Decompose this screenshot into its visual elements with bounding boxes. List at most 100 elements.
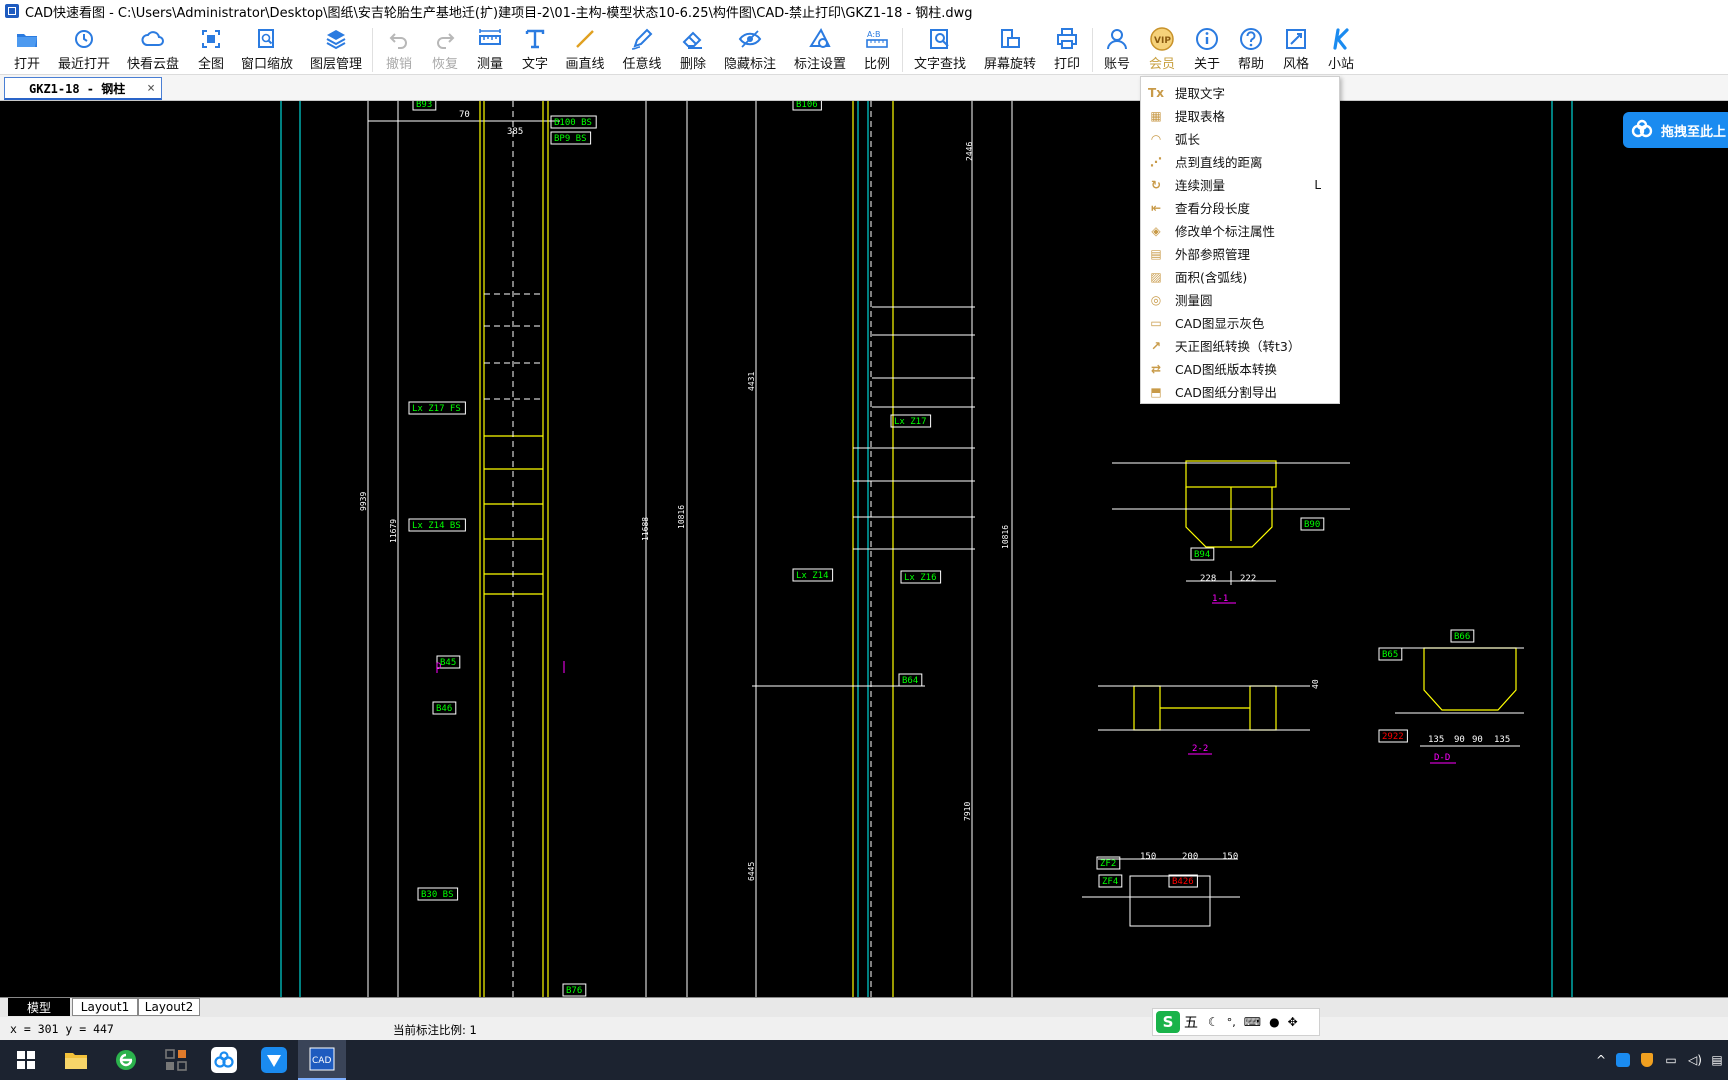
- menu-item-split-export[interactable]: ⬒CAD图纸分割导出: [1141, 380, 1339, 403]
- area-icon: ▨: [1150, 269, 1162, 284]
- dimension-scale-status: 当前标注比例: 1: [393, 1023, 477, 1037]
- toolbar-measure-button[interactable]: 测量: [475, 24, 505, 74]
- xref-icon: ▤: [1150, 246, 1162, 261]
- tray-volume-icon[interactable]: ◁): [1688, 1053, 1702, 1067]
- toolbar-help-button[interactable]: 帮助: [1236, 24, 1266, 74]
- toolbar-delete-button[interactable]: 删除: [678, 24, 708, 74]
- tab-label: GKZ1-18 - 钢柱: [29, 81, 126, 96]
- drawing-label: 10816: [677, 505, 686, 529]
- menu-item-label: 测量圆: [1175, 293, 1213, 308]
- find-text-icon: [930, 29, 949, 49]
- menu-item-version-convert[interactable]: ⇄CAD图纸版本转换: [1141, 357, 1339, 380]
- menu-item-extract-table[interactable]: ▦提取表格: [1141, 104, 1339, 127]
- measure-circle-icon: ◎: [1150, 292, 1162, 307]
- status-bar: x = 301 y = 447 当前标注比例: 1: [0, 1017, 1728, 1039]
- drawing-label: 2922: [1382, 732, 1404, 742]
- baidu-netdisk-drop-button[interactable]: 拖拽至此上: [1623, 112, 1728, 148]
- toolbar-fit-button[interactable]: 全图: [196, 24, 226, 74]
- menu-item-point-line-distance[interactable]: ⋰点到直线的距离: [1141, 150, 1339, 173]
- toolbar-scale-button[interactable]: A:B 比例: [862, 24, 892, 74]
- layout-tab-model[interactable]: 模型: [8, 998, 70, 1016]
- toolbar-site-button[interactable]: 小站: [1326, 24, 1356, 74]
- drawing-label: 70: [459, 110, 470, 120]
- toolbar-vip-button[interactable]: VIP 会员: [1147, 24, 1177, 74]
- svg-text:A:B: A:B: [867, 30, 881, 39]
- ime-mode: 五: [1184, 1015, 1198, 1031]
- undo-icon: [389, 33, 407, 49]
- toolbar-zoom-window-button[interactable]: 窗口缩放: [241, 24, 293, 74]
- menu-item-label: 外部参照管理: [1175, 247, 1251, 262]
- tray-shield-icon[interactable]: [1638, 1050, 1656, 1070]
- toolbar-print-button[interactable]: 打印: [1052, 24, 1082, 74]
- menu-item-gray-display[interactable]: ▭CAD图显示灰色: [1141, 311, 1339, 334]
- toolbar-freeline-button[interactable]: 任意线: [622, 24, 662, 74]
- toolbar-redo-button[interactable]: 恢复: [430, 24, 460, 74]
- ruler-icon: [479, 29, 501, 45]
- drawing-label: B100 BS: [554, 118, 592, 128]
- start-button[interactable]: [2, 1040, 50, 1080]
- drawing-label: B45: [440, 658, 456, 668]
- drawing-label: ZF2: [1100, 859, 1116, 869]
- ime-toolbar[interactable]: S 五 ☾ °, ⌨ ● ✥: [1152, 1008, 1320, 1036]
- drawing-label: 150: [1222, 852, 1238, 862]
- drawing-label: 11679: [389, 519, 398, 543]
- drawing-label: 40: [1311, 679, 1320, 689]
- toolbar-recent-button[interactable]: 最近打开: [56, 24, 112, 74]
- tab-close-icon[interactable]: ×: [147, 81, 155, 96]
- menu-item-xref[interactable]: ▤ 外部参照管理: [1141, 242, 1339, 265]
- tray-network-icon[interactable]: ▭: [1665, 1053, 1677, 1067]
- browser-icon: [116, 1050, 136, 1070]
- toolbar-rotate-screen-button[interactable]: 屏幕旋转: [984, 24, 1036, 74]
- drawing-label: B46: [436, 704, 452, 714]
- taskbar-app-grid[interactable]: [152, 1040, 200, 1080]
- toolbar-undo-button[interactable]: 撤销: [384, 24, 414, 74]
- tray-overflow-icon[interactable]: ^: [1595, 1053, 1607, 1067]
- menu-item-arc-length[interactable]: ◠弧长: [1141, 127, 1339, 150]
- tab-gkz1-18[interactable]: GKZ1-18 - 钢柱 ×: [4, 77, 162, 100]
- layout-tab-layout2[interactable]: Layout2: [138, 998, 200, 1016]
- menu-item-segment-length[interactable]: ⇤查看分段长度: [1141, 196, 1339, 219]
- label-box: [550, 115, 597, 129]
- main-toolbar: 打开 最近打开 快看云盘 全图 窗口缩放 图层管理 撤销 恢复 测量 文字 画直…: [0, 22, 1728, 75]
- drawing-label: B65: [1382, 650, 1398, 660]
- toolbar-line-button[interactable]: 画直线: [565, 24, 605, 74]
- drawing-label: B106: [796, 101, 818, 110]
- label-box: [1378, 647, 1403, 661]
- taskbar-file-explorer[interactable]: [52, 1040, 100, 1080]
- toolbar-style-button[interactable]: 风格: [1281, 24, 1311, 74]
- toolbar-layers-button[interactable]: 图层管理: [310, 24, 362, 74]
- baidu-drop-label: 拖拽至此上: [1661, 124, 1727, 140]
- tray-messenger-icon[interactable]: [1614, 1050, 1632, 1070]
- layout-tab-layout1[interactable]: Layout1: [72, 998, 138, 1016]
- taskbar-cad-viewer[interactable]: CAD: [298, 1040, 346, 1080]
- taskbar-messenger[interactable]: [250, 1040, 298, 1080]
- drawing-label: 4431: [747, 372, 756, 391]
- toolbar-about-button[interactable]: 关于: [1192, 24, 1222, 74]
- taskbar-baidu-netdisk[interactable]: [200, 1040, 248, 1080]
- menu-item-area[interactable]: ▨ 面积(含弧线): [1141, 265, 1339, 288]
- toolbar-text-button[interactable]: 文字: [520, 24, 550, 74]
- cloud-icon: [141, 31, 164, 46]
- tray-keyboard-icon[interactable]: ▤: [1711, 1053, 1723, 1067]
- toolbar-find-text-button[interactable]: 文字查找: [914, 24, 966, 74]
- toolbar-hide-dims-button[interactable]: 隐藏标注: [724, 24, 776, 74]
- toolbar-account-button[interactable]: 账号: [1102, 24, 1132, 74]
- user-icon: ●: [1269, 1015, 1280, 1029]
- drawing-label: 228: [1200, 574, 1216, 584]
- toolbar-open-button[interactable]: 打开: [12, 24, 42, 74]
- menu-item-measure-circle[interactable]: ◎ 测量圆: [1141, 288, 1339, 311]
- info-icon: [1196, 28, 1218, 50]
- menu-item-edit-dimension[interactable]: ◈修改单个标注属性: [1141, 219, 1339, 242]
- drawing-label: D: [436, 662, 441, 672]
- taskbar-browser[interactable]: [102, 1040, 150, 1080]
- toolbar-cloud-button[interactable]: 快看云盘: [127, 24, 179, 74]
- menu-item-convert-t3[interactable]: ↗天正图纸转换（转t3）: [1141, 334, 1339, 357]
- fit-view-icon: [202, 30, 220, 48]
- menu-item-label: 面积(含弧线): [1175, 270, 1248, 285]
- dimension-settings-icon: [809, 27, 831, 48]
- toolbar-dim-settings-button[interactable]: 标注设置: [794, 24, 846, 74]
